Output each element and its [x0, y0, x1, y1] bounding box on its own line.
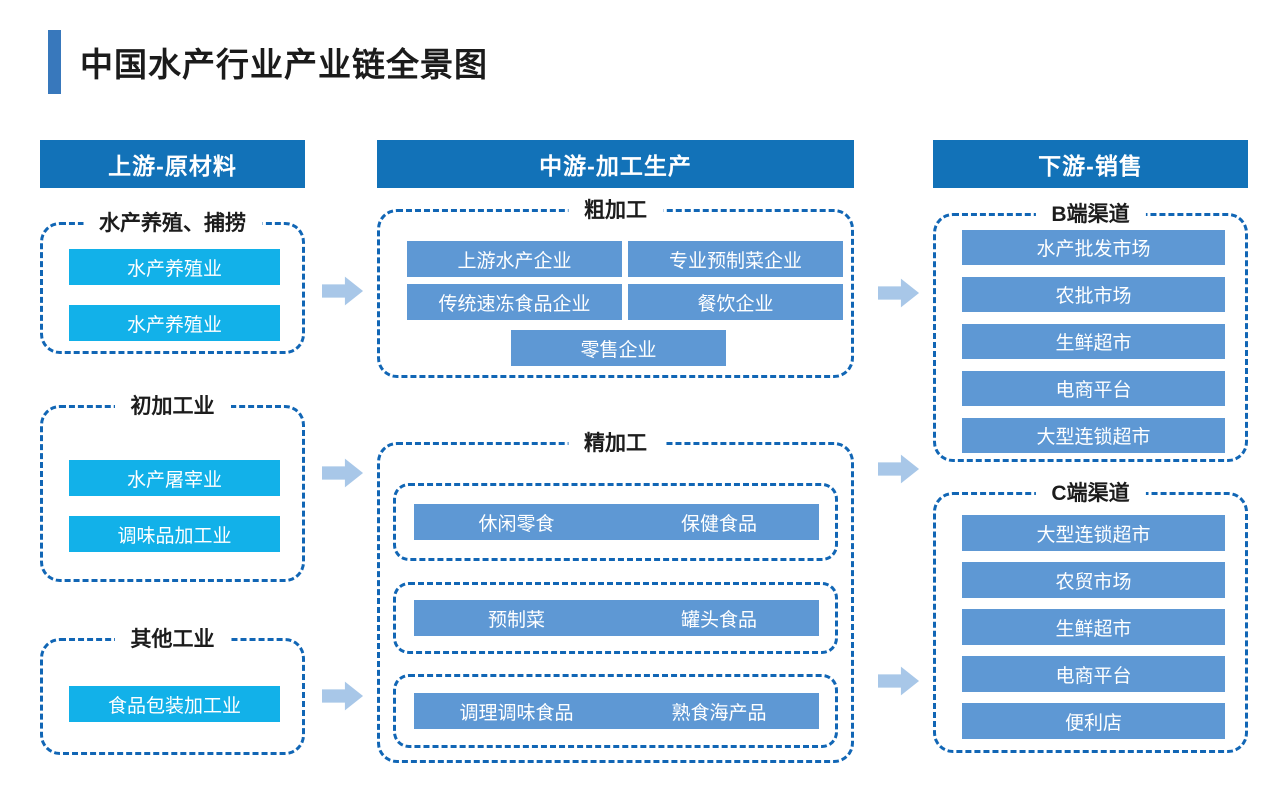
- arrow-right-icon: [322, 274, 364, 308]
- item-box: 农批市场: [962, 277, 1225, 312]
- item-box: 大型连锁超市: [962, 418, 1225, 453]
- arrow-right-icon: [878, 452, 920, 486]
- item-box: 调味品加工业: [69, 516, 280, 552]
- group-b2b-channels: B端渠道 水产批发市场 农批市场 生鲜超市 电商平台 大型连锁超市: [933, 200, 1248, 462]
- item-box: 生鲜超市: [962, 609, 1225, 645]
- item-box: 熟食海产品: [619, 693, 819, 729]
- subgroup-premade-canned: 预制菜 罐头食品: [393, 582, 838, 654]
- subgroup-snacks-health: 休闲零食 保健食品: [393, 483, 838, 561]
- item-box: 餐饮企业: [628, 284, 843, 320]
- item-box: 生鲜超市: [962, 324, 1225, 359]
- item-box: 电商平台: [962, 371, 1225, 406]
- item-box: 传统速冻食品企业: [407, 284, 622, 320]
- group-label: 初加工业: [114, 392, 231, 422]
- item-box: 专业预制菜企业: [628, 241, 843, 277]
- group-label: 精加工: [568, 429, 663, 459]
- group-label: C端渠道: [1035, 479, 1146, 509]
- column-header-midstream: 中游-加工生产: [377, 140, 854, 188]
- group-rough-processing: 粗加工 上游水产企业 专业预制菜企业 传统速冻食品企业 餐饮企业 零售企业: [377, 196, 854, 378]
- item-box: 预制菜: [414, 600, 619, 636]
- item-box: 水产屠宰业: [69, 460, 280, 496]
- group-label: 粗加工: [568, 196, 663, 226]
- group-fine-processing: 精加工 休闲零食 保健食品 预制菜 罐头食品 调理调味食品 熟食海产品: [377, 429, 854, 763]
- group-b2c-channels: C端渠道 大型连锁超市 农贸市场 生鲜超市 电商平台 便利店: [933, 479, 1248, 753]
- column-header-downstream: 下游-销售: [933, 140, 1248, 188]
- item-box: 上游水产企业: [407, 241, 622, 277]
- item-box: 农贸市场: [962, 562, 1225, 598]
- group-aquaculture-fishing: 水产养殖、捕捞 水产养殖业 水产养殖业: [40, 209, 305, 354]
- item-box: 大型连锁超市: [962, 515, 1225, 551]
- item-box: 水产养殖业: [69, 249, 280, 285]
- item-box: 保健食品: [619, 504, 819, 540]
- item-box: 水产批发市场: [962, 230, 1225, 265]
- item-box: 食品包装加工业: [69, 686, 280, 722]
- subgroup-seasoned-cooked: 调理调味食品 熟食海产品: [393, 674, 838, 748]
- group-label: 其他工业: [114, 625, 231, 655]
- group-other-industry: 其他工业 食品包装加工业: [40, 625, 305, 755]
- item-box: 调理调味食品: [414, 693, 619, 729]
- arrow-right-icon: [878, 276, 920, 310]
- group-label: B端渠道: [1035, 200, 1146, 230]
- column-header-upstream: 上游-原材料: [40, 140, 305, 188]
- page-title: 中国水产行业产业链全景图: [80, 46, 488, 83]
- group-label: 水产养殖、捕捞: [83, 209, 262, 239]
- title-accent-bar: [48, 30, 61, 94]
- item-box: 电商平台: [962, 656, 1225, 692]
- item-box: 零售企业: [511, 330, 726, 366]
- item-box: 水产养殖业: [69, 305, 280, 341]
- arrow-right-icon: [322, 679, 364, 713]
- item-box: 罐头食品: [619, 600, 819, 636]
- group-primary-processing: 初加工业 水产屠宰业 调味品加工业: [40, 392, 305, 582]
- arrow-right-icon: [878, 664, 920, 698]
- item-box: 便利店: [962, 703, 1225, 739]
- arrow-right-icon: [322, 456, 364, 490]
- item-box: 休闲零食: [414, 504, 619, 540]
